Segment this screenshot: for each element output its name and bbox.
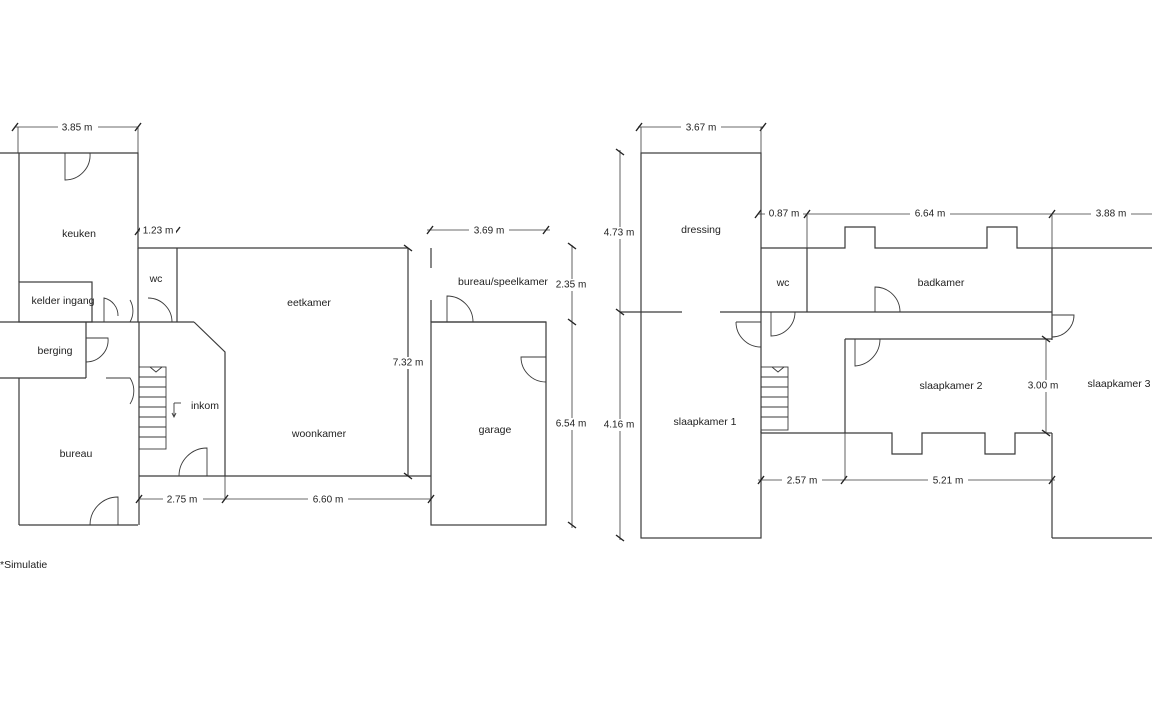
dim-hall-width: 2.75 m [167,495,198,506]
dim-wc-width: 1.23 m [143,226,174,237]
dim-dressing-width: 3.67 m [686,123,717,134]
room-label-bureau-speelkamer: bureau/speelkamer [458,276,548,288]
entrance-arrow-icon [171,402,181,419]
ground-floor: keuken kelder ingang wc eetkamer bureau/… [0,121,592,529]
dimension-lines-ground [11,122,577,529]
dim-slaapkamer1-depth: 4.16 m [604,420,635,431]
room-label-kelder-ingang: kelder ingang [31,295,94,307]
garage-walls [430,321,547,526]
wall-sk2-bottom [761,432,1052,455]
doors-ground [64,152,208,526]
door-garage [520,356,547,383]
dim-slaapkamer2-width: 5.21 m [933,476,964,487]
room-label-wc-upper: wc [776,277,790,289]
stairs-ground [138,366,167,450]
room-label-dressing: dressing [681,224,721,236]
dim-living-width: 6.60 m [313,495,344,506]
room-label-garage: garage [479,424,512,436]
dim-bureau-speelkamer-width: 3.69 m [474,226,505,237]
room-label-badkamer: badkamer [918,277,965,289]
simulation-note: *Simulatie [0,559,48,571]
dressing-slaapkamer1-walls [640,152,762,539]
door-bureau-speelkamer [446,295,474,323]
doors-upper [735,286,1075,367]
room-label-slaapkamer-3: slaapkamer 3 [1087,378,1150,390]
room-label-woonkamer: woonkamer [291,428,347,440]
wall-bathroom-top [761,226,1152,249]
room-label-inkom: inkom [191,400,219,412]
dimension-lines-upper [615,122,1152,542]
room-label-eetkamer: eetkamer [287,297,331,309]
dim-wc-upper-width: 0.87 m [769,209,800,220]
dim-dressing-depth: 4.73 m [604,228,635,239]
upper-floor: dressing wc badkamer slaapkamer 1 slaapk… [600,121,1152,542]
room-label-slaapkamer-1: slaapkamer 1 [673,416,736,428]
dim-badkamer-width: 6.64 m [915,209,946,220]
room-label-bureau: bureau [60,448,93,460]
dim-corridor-width: 2.57 m [787,476,818,487]
stairs-upper [760,366,789,431]
dim-bureau-speelkamer-depth: 2.35 m [556,280,587,291]
room-label-keuken: keuken [62,228,96,240]
wall-outline [0,152,408,249]
room-label-slaapkamer-2: slaapkamer 2 [919,380,982,392]
dim-garage-depth: 6.54 m [556,419,587,430]
wall-angled [193,321,226,476]
dim-slaapkamer3-width: 3.88 m [1096,209,1127,220]
dim-living-depth: 7.32 m [393,358,424,369]
room-label-wc: wc [149,273,163,285]
dim-keuken-width: 3.85 m [62,123,93,134]
dim-slaapkamer2-depth: 3.00 m [1028,381,1059,392]
room-label-berging: berging [37,345,72,357]
